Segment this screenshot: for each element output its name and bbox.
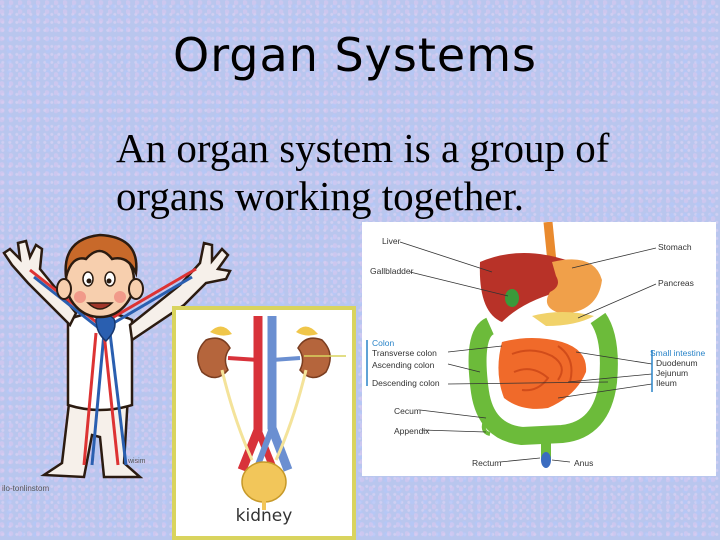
label-appendix: Appendix [394, 426, 430, 436]
label-gallbladder: Gallbladder [370, 266, 414, 276]
kidney-label: kidney [235, 506, 293, 526]
digestive-diagram [366, 222, 657, 468]
label-anus: Anus [574, 458, 594, 468]
slide-title: Organ Systems [173, 28, 537, 82]
label-pancreas: Pancreas [658, 278, 694, 288]
label-colon: Colon [372, 338, 395, 348]
cartoon-signature: wisim [127, 458, 146, 465]
slide-body-text: An organ system is a group of organs wor… [116, 125, 610, 219]
label-transverse-colon: Transverse colon [372, 348, 437, 358]
urinary-system-image: kidney [172, 306, 356, 540]
label-rectum: Rectum [472, 458, 502, 468]
label-descending-colon: Descending colon [372, 378, 440, 388]
urinary-diagram [197, 316, 346, 510]
label-cecum: Cecum [394, 406, 421, 416]
label-jejunum: Jejunum [656, 368, 689, 378]
circulatory-cartoon-image: wisim [0, 225, 250, 480]
label-ascending-colon: Ascending colon [372, 360, 435, 370]
digestive-system-image: Liver Gallbladder Colon Transverse colon… [362, 222, 716, 476]
label-stomach: Stomach [658, 242, 692, 252]
image-credit: ilo-tonlinstom [2, 484, 50, 493]
label-small-intestine: Small intestine [650, 348, 706, 358]
label-liver: Liver [382, 236, 401, 246]
label-duodenum: Duodenum [656, 358, 698, 368]
label-ileum: Ileum [656, 378, 677, 388]
